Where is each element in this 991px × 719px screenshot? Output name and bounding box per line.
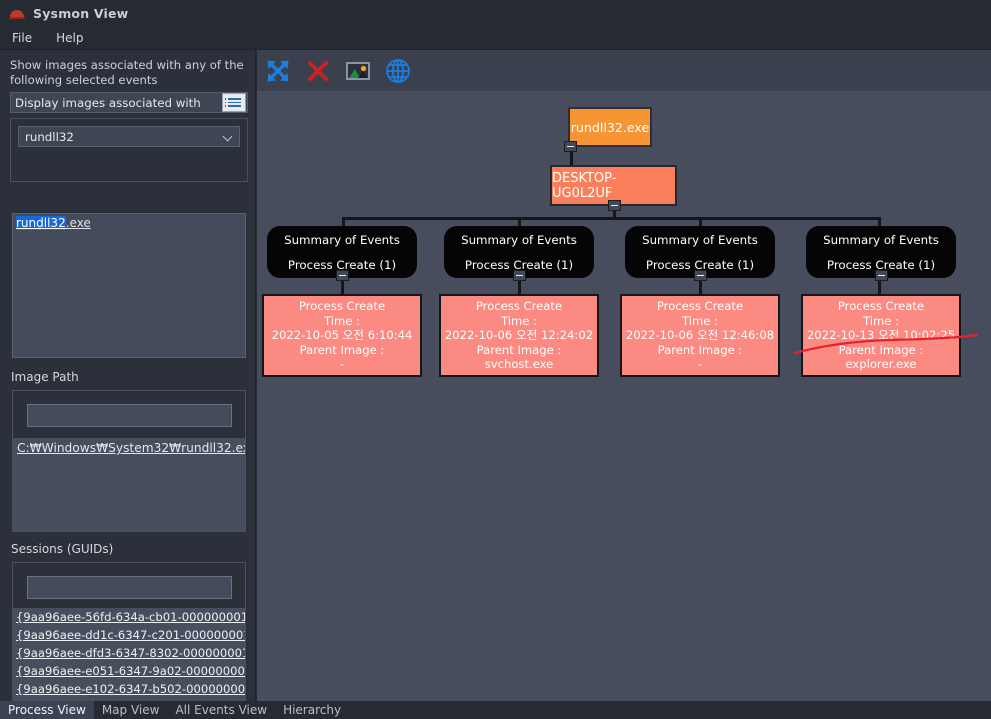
event-parent: svchost.exe — [484, 357, 554, 372]
tab-map-view[interactable]: Map View — [101, 703, 160, 717]
edge-summary-to-event-4 — [878, 276, 881, 294]
images-list[interactable]: rundll32.exe — [12, 213, 246, 358]
sessions-label: Sessions (GUIDs) — [11, 542, 114, 556]
collapse-handle-summary-3[interactable] — [694, 270, 707, 281]
images-list-match: rundll32 — [16, 216, 66, 230]
event-time-label: Time : — [501, 313, 537, 328]
summary-count: Process Create (1) — [287, 257, 397, 272]
edge-summary-to-event-2 — [518, 276, 521, 294]
event-parent-label: Parent Image : — [657, 342, 743, 357]
image-path-label: Image Path — [11, 370, 79, 384]
event-parent: explorer.exe — [845, 357, 917, 372]
graph-node-event-3[interactable]: Process Create Time : 2022-10-06 오전 12:4… — [620, 294, 780, 377]
collapse-handle-summary-4[interactable] — [875, 270, 888, 281]
menu-item-help[interactable]: Help — [56, 31, 84, 45]
event-parent: - — [339, 357, 345, 372]
summary-count: Process Create (1) — [645, 257, 755, 272]
summary-title: Summary of Events — [823, 232, 939, 247]
globe-icon[interactable] — [383, 56, 413, 86]
graph-node-event-1[interactable]: Process Create Time : 2022-10-05 오전 6:10… — [262, 294, 422, 377]
list-item[interactable]: {9aa96aee-e051-6347-9a02-0000000010 — [16, 664, 245, 678]
image-filter-value: rundll32 — [25, 129, 74, 144]
event-kind: Process Create — [298, 299, 386, 314]
tab-hierarchy[interactable]: Hierarchy — [283, 703, 342, 717]
sidebar-hint-text: Show images associated with any of the f… — [10, 58, 244, 87]
event-time-label: Time : — [682, 313, 718, 328]
list-item[interactable]: rundll32.exe — [13, 214, 245, 232]
left-sidebar: Show images associated with any of the f… — [0, 49, 256, 719]
close-icon[interactable] — [303, 56, 333, 86]
sysmon-dome-icon — [9, 6, 25, 22]
title-bar: Sysmon View — [0, 0, 991, 27]
event-parent: - — [697, 357, 703, 372]
summary-title: Summary of Events — [461, 232, 577, 247]
image-filter-select[interactable]: rundll32 — [18, 126, 240, 147]
collapse-handle-root[interactable] — [564, 141, 577, 152]
event-kind: Process Create — [837, 299, 925, 314]
collapse-handle-host[interactable] — [608, 200, 621, 211]
list-item[interactable]: {9aa96aee-dfd3-6347-8302-0000000010 — [16, 646, 245, 660]
expand-all-icon[interactable] — [263, 56, 293, 86]
chevron-down-icon — [224, 132, 233, 141]
collapse-handle-summary-1[interactable] — [336, 270, 349, 281]
graph-node-root-label: rundll32.exe — [570, 119, 650, 135]
edge-summary-to-event-3 — [699, 276, 702, 294]
graph-toolbar — [257, 49, 991, 91]
list-icon[interactable] — [222, 93, 246, 112]
event-time: 2022-10-06 오전 12:24:02 — [444, 328, 594, 343]
events-combo[interactable]: Display images associated with — [10, 92, 248, 113]
graph-node-event-2[interactable]: Process Create Time : 2022-10-06 오전 12:2… — [439, 294, 599, 377]
tab-all-events-view[interactable]: All Events View — [175, 703, 268, 717]
event-parent-label: Parent Image : — [838, 342, 924, 357]
graph-node-event-4[interactable]: Process Create Time : 2022-10-13 오전 10:0… — [801, 294, 961, 377]
list-item[interactable]: {9aa96aee-e102-6347-b502-0000000010 — [16, 682, 245, 696]
process-graph-canvas[interactable]: rundll32.exe DESKTOP-UG0L2UF Summary of … — [257, 91, 991, 701]
window-title: Sysmon View — [33, 6, 129, 21]
summary-title: Summary of Events — [642, 232, 758, 247]
collapse-handle-summary-2[interactable] — [513, 270, 526, 281]
events-combo-label: Display images associated with — [15, 95, 201, 110]
event-parent-label: Parent Image : — [299, 342, 385, 357]
graph-node-host-label: DESKTOP-UG0L2UF — [552, 170, 617, 201]
edge-summary-to-event-1 — [341, 276, 344, 294]
event-time-label: Time : — [863, 313, 899, 328]
summary-count: Process Create (1) — [826, 257, 936, 272]
image-path-list[interactable]: C:₩Windows₩System32₩rundll32.exe — [13, 438, 245, 531]
list-item[interactable]: {9aa96aee-dd1c-6347-c201-0000000010 — [16, 628, 245, 642]
list-item[interactable]: {9aa96aee-56fd-634a-cb01-00000000110 — [16, 610, 245, 624]
menu-bar: File Help — [0, 27, 991, 49]
image-path-filter-input[interactable] — [27, 404, 232, 427]
event-time-label: Time : — [324, 313, 360, 328]
event-kind: Process Create — [656, 299, 744, 314]
edge-host-down — [613, 206, 616, 220]
graph-node-summary-3[interactable]: Summary of Events Process Create (1) — [625, 226, 775, 278]
event-kind: Process Create — [475, 299, 563, 314]
list-item[interactable]: C:₩Windows₩System32₩rundll32.exe — [17, 441, 245, 455]
summary-count: Process Create (1) — [464, 257, 574, 272]
graph-node-root[interactable]: rundll32.exe — [568, 107, 652, 147]
event-time: 2022-10-05 오전 6:10:44 — [271, 328, 413, 343]
graph-node-summary-2[interactable]: Summary of Events Process Create (1) — [444, 226, 594, 278]
tab-process-view[interactable]: Process View — [0, 701, 94, 719]
edge-horizontal-bus — [342, 217, 881, 220]
summary-title: Summary of Events — [284, 232, 400, 247]
event-time: 2022-10-13 오전 10:02:25 — [806, 328, 956, 343]
event-time: 2022-10-06 오전 12:46:08 — [625, 328, 775, 343]
edge-root-to-host — [570, 148, 573, 167]
image-export-icon[interactable] — [343, 56, 373, 86]
event-parent-label: Parent Image : — [476, 342, 562, 357]
menu-item-file[interactable]: File — [12, 31, 33, 45]
images-list-rest: .exe — [65, 216, 91, 230]
sessions-filter-input[interactable] — [27, 576, 232, 599]
view-tab-bar: Process View Map View All Events View Hi… — [0, 701, 991, 719]
